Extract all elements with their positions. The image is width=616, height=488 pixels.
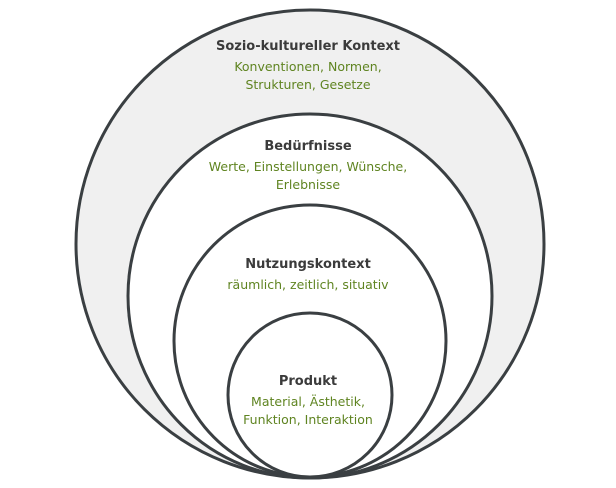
label-beduerfnisse: Bedürfnisse Werte, Einstellungen, Wünsch… (0, 138, 616, 194)
ring-description-line: Funktion, Interaktion (243, 412, 373, 427)
ring-title: Nutzungskontext (245, 257, 371, 272)
ring-description-line: Material, Ästhetik, (251, 394, 365, 409)
ring-description-line: Erlebnisse (275, 177, 341, 192)
label-nutzungskontext: Nutzungskontext räumlich, zeitlich, situ… (0, 256, 616, 294)
ring-title: Sozio-kultureller Kontext (215, 39, 401, 54)
ring-title: Produkt (278, 374, 338, 389)
ring-description-line: Konventionen, Normen, (234, 59, 382, 74)
ring-description-line: räumlich, zeitlich, situativ (227, 277, 389, 292)
ring-description-line: Strukturen, Gesetze (245, 77, 371, 92)
ring-title: Bedürfnisse (264, 139, 352, 154)
ring-description-line: Werte, Einstellungen, Wünsche, (208, 159, 408, 174)
ring-produkt (226, 311, 394, 479)
label-produkt: Produkt Material, Ästhetik, Funktion, In… (0, 373, 616, 429)
label-sozio-kultureller-kontext: Sozio-kultureller Kontext Konventionen, … (0, 38, 616, 94)
